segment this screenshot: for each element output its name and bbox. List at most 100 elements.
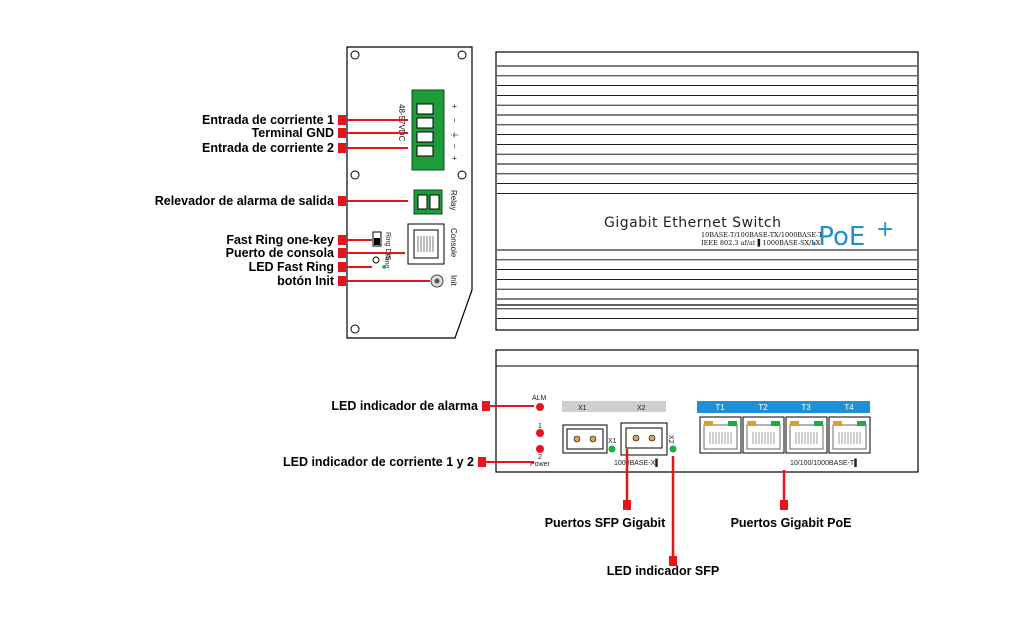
callout-gnd: Terminal GND — [252, 126, 334, 140]
rj45-led-green — [771, 421, 780, 426]
terminal-symbol: + — [450, 156, 459, 161]
callout-alarm-led: LED indicador de alarma — [331, 399, 479, 413]
sfp-x2-small: X2 — [667, 435, 674, 444]
callout-marker — [669, 556, 677, 566]
power1-led — [536, 429, 544, 437]
rj45-led-amber — [704, 421, 713, 426]
poe-brand-plus: + — [876, 217, 894, 242]
ring-led-green — [382, 265, 386, 269]
rj45-led-amber — [790, 421, 799, 426]
callout-fastring-led: LED Fast Ring — [249, 260, 334, 274]
callout-marker — [338, 235, 346, 245]
callout-marker — [482, 401, 490, 411]
rj45-port-label: T3 — [801, 403, 811, 412]
rj-header-band — [697, 401, 870, 413]
terminal-slot — [429, 194, 440, 210]
power2-led — [536, 445, 544, 453]
rj45-led-amber — [833, 421, 842, 426]
terminal-symbol: − — [450, 118, 459, 123]
ring-label: Ring — [383, 254, 390, 269]
rj45-led-amber — [747, 421, 756, 426]
rj45-jack — [832, 424, 867, 450]
alm-led — [536, 403, 544, 411]
led1-label: 1 — [538, 423, 542, 430]
rj45-led-green — [857, 421, 866, 426]
side-panel: 48-57VDC + − ⏚ − + Relay Ring D/S Ring C… — [346, 46, 473, 339]
front-bottom-panel: ALM 1 2 Power X1 X2 X1 X2 1000BASE-X▌ T1… — [495, 349, 919, 473]
callout-labels: Entrada de corriente 1 Terminal GND Entr… — [155, 113, 852, 578]
init-label: Init — [449, 275, 458, 286]
callout-marker — [338, 128, 346, 138]
power-terminal-block — [411, 89, 445, 171]
callout-marker — [780, 500, 788, 510]
callout-marker — [338, 196, 346, 206]
callout-init: botón Init — [277, 274, 335, 288]
callout-marker — [338, 248, 346, 258]
sfp-fiber — [648, 434, 656, 442]
rj45-port-label: T4 — [844, 403, 854, 412]
rj45-jack — [746, 424, 781, 450]
callouts — [338, 115, 788, 566]
callout-power2: Entrada de corriente 2 — [202, 141, 334, 155]
callout-relay: Relevador de alarma de salida — [155, 194, 335, 208]
alm-label: ALM — [532, 395, 547, 402]
sfp-x1-label: X1 — [578, 405, 587, 412]
sfp-header-band — [562, 401, 666, 412]
terminal-slot — [416, 117, 434, 129]
sfp-port-x1-inner — [566, 428, 604, 450]
sfp-caption: 1000BASE-X▌ — [614, 458, 660, 468]
poe-brand: .PoE — [810, 222, 865, 252]
sfp-fiber — [573, 435, 581, 443]
callout-power1: Entrada de corriente 1 — [202, 113, 334, 127]
product-spec-2: IEEE 802.3 af/at ▌1000BASE-SX/LX — [701, 238, 821, 247]
dc-label: 48-57VDC — [397, 104, 406, 142]
sfp-led-x2 — [669, 445, 677, 453]
terminal-symbol: + — [450, 104, 459, 109]
callout-marker — [338, 262, 346, 272]
rj-caption: 10/100/1000BASE-T▌ — [790, 458, 859, 468]
rj45-led-green — [814, 421, 823, 426]
screw-icon — [457, 170, 467, 180]
relay-label: Relay — [449, 190, 458, 210]
terminal-symbol: − — [450, 144, 459, 149]
terminal-slot — [416, 131, 434, 143]
terminal-slot — [416, 103, 434, 115]
screw-icon — [350, 50, 360, 60]
led2-label: 2 — [538, 454, 542, 461]
terminal-symbol: ⏚ — [450, 131, 459, 139]
sfp-fiber — [632, 434, 640, 442]
ring-switch-label: Ring D/S — [384, 232, 391, 260]
console-port-pins — [417, 236, 434, 252]
heatsink-fins — [497, 65, 917, 320]
rj45-jack — [703, 424, 738, 450]
rj45-jack — [789, 424, 824, 450]
callout-console: Puerto de consola — [226, 246, 335, 260]
screw-icon — [457, 50, 467, 60]
label-area — [497, 207, 917, 247]
callout-sfp-led: LED indicador SFP — [607, 564, 720, 578]
init-button-center — [434, 278, 440, 284]
callout-marker — [338, 115, 346, 125]
ring-led-icon — [372, 256, 380, 264]
callout-power-led: LED indicador de corriente 1 y 2 — [283, 455, 474, 469]
screw-icon — [350, 324, 360, 334]
product-spec-1: 10BASE-T/100BASE-TX/1000BASE-T — [701, 231, 823, 239]
ring-switch-knob — [374, 238, 380, 245]
terminal-slot — [416, 145, 434, 157]
sfp-x2-label: X2 — [637, 405, 646, 412]
callout-sfp-ports: Puertos SFP Gigabit — [545, 516, 666, 530]
product-title: Gigabit Ethernet Switch — [604, 215, 781, 231]
callout-marker — [338, 143, 346, 153]
screw-icon — [350, 170, 360, 180]
sfp-fiber — [589, 435, 597, 443]
rj45-port-label: T1 — [715, 403, 725, 412]
terminal-slot — [417, 194, 428, 210]
callout-fastring-key: Fast Ring one-key — [226, 233, 334, 247]
sfp-port-x2-inner — [625, 427, 663, 449]
front-top-panel: Gigabit Ethernet Switch 10BASE-T/100BASE… — [495, 51, 919, 331]
callout-poe-ports: Puertos Gigabit PoE — [731, 516, 852, 530]
callout-marker — [623, 500, 631, 510]
front-top-outline — [495, 51, 919, 331]
